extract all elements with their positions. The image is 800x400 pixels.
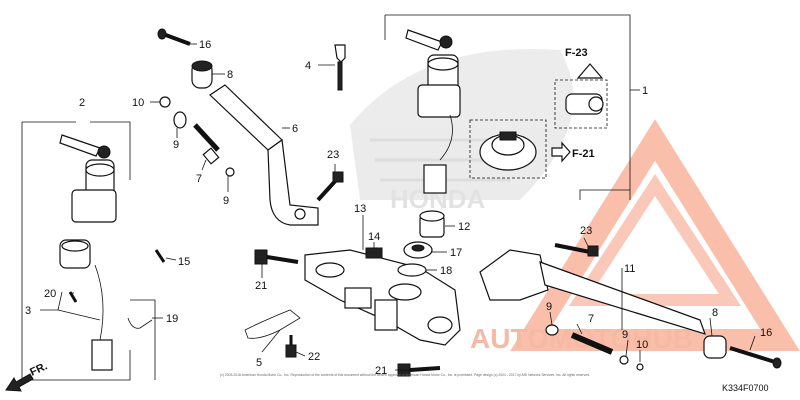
stem-nut-12 <box>419 210 445 238</box>
callout-7-upper: 7 <box>196 173 202 185</box>
callouts: 1 2 3 4 5 6 7 7 8 8 9 9 9 9 10 10 11 12 … <box>25 39 772 377</box>
ref-box-f23 <box>554 79 608 129</box>
ignition-switch-right <box>405 29 461 194</box>
callout-9-a: 9 <box>173 139 179 151</box>
callout-2: 2 <box>79 97 85 109</box>
leader-lines <box>40 43 756 371</box>
callout-8-lower: 8 <box>712 307 718 319</box>
front-direction-indicator: FR. <box>5 360 49 392</box>
callout-7-lower: 7 <box>588 313 594 325</box>
callout-14: 14 <box>368 231 380 243</box>
honda-wing-background: HONDA <box>350 48 574 214</box>
rubber-mount-8 <box>191 60 213 89</box>
callout-11: 11 <box>624 263 635 275</box>
handle-holder-11 <box>479 249 706 335</box>
fuel-cap-f21 <box>479 131 537 171</box>
callout-19: 19 <box>166 313 178 325</box>
callout-18: 18 <box>440 265 452 277</box>
key-4 <box>334 44 346 91</box>
callout-10-upper: 10 <box>132 97 144 109</box>
callout-23-lower: 23 <box>580 225 592 237</box>
bolt-16-lower <box>729 346 782 369</box>
pin-assembly-upper <box>159 96 235 177</box>
screw-20 <box>68 291 78 303</box>
callout-21-lower: 21 <box>375 365 387 377</box>
callout-22: 22 <box>308 351 320 363</box>
callout-9-c: 9 <box>546 301 552 313</box>
callout-17: 17 <box>450 247 462 259</box>
key-set-box-right <box>384 14 631 200</box>
callout-8-upper: 8 <box>227 69 233 81</box>
callout-9-d: 9 <box>622 329 628 341</box>
ignition-switch-left <box>59 134 117 371</box>
ref-label-f21: F-21 <box>572 148 595 160</box>
callout-6: 6 <box>292 123 298 135</box>
callout-21-upper: 21 <box>255 280 267 292</box>
callout-15: 15 <box>178 256 190 268</box>
callout-13: 13 <box>354 203 366 215</box>
callout-16-lower: 16 <box>760 327 772 339</box>
callout-16-upper: 16 <box>199 39 211 51</box>
ref-arrow-f21 <box>551 141 571 163</box>
callout-23-upper: 23 <box>327 149 339 161</box>
callout-3: 3 <box>25 305 31 317</box>
bolt-22 <box>285 335 297 358</box>
callout-20: 20 <box>44 288 56 300</box>
callout-4: 4 <box>305 60 311 72</box>
bolt-21-upper <box>254 249 299 265</box>
ref-box-f21 <box>469 119 547 179</box>
cap-14 <box>365 247 383 259</box>
callout-5: 5 <box>256 357 262 369</box>
wire-clamp-5 <box>244 309 301 339</box>
pin-assembly-lower <box>545 324 644 371</box>
key-set-box-left <box>21 121 156 381</box>
bolt-23-lower <box>554 243 599 257</box>
front-direction-label: FR. <box>28 360 49 378</box>
seat-lock-f23 <box>565 63 604 115</box>
copyright-notice: (c) 2003-2018 American Honda Motor Co., … <box>220 372 590 377</box>
bolt-16-top <box>157 28 191 46</box>
washer-18 <box>397 263 427 277</box>
callout-1: 1 <box>642 85 648 97</box>
diagram-code: K334F0700 <box>722 383 769 393</box>
clip-19 <box>127 317 153 329</box>
callout-10-lower: 10 <box>636 339 648 351</box>
callout-12: 12 <box>458 221 470 233</box>
callout-9-b: 9 <box>223 195 229 207</box>
screw-15 <box>154 249 166 263</box>
top-bridge-13 <box>304 249 461 346</box>
ref-label-f23: F-23 <box>565 47 588 59</box>
bolt-23-upper <box>316 171 344 202</box>
handle-pipe-6 <box>209 84 319 226</box>
nut-17 <box>403 241 433 259</box>
rubber-mount-8-lower <box>703 335 727 359</box>
